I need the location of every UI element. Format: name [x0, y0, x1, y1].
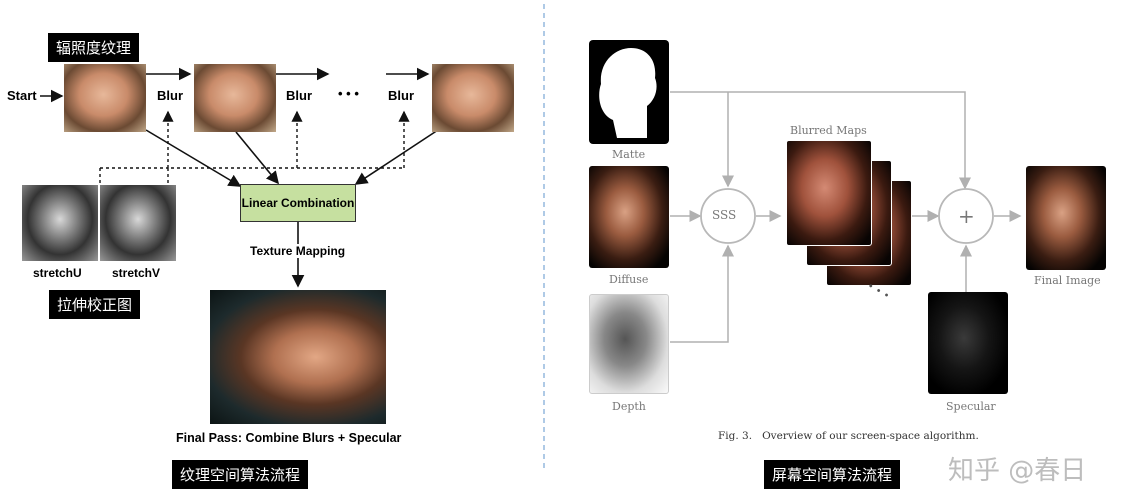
blur-label-3: Blur [388, 88, 414, 103]
irradiance-texture-image-1 [64, 64, 146, 132]
specular-image [928, 292, 1008, 394]
plus-label: + [958, 204, 975, 228]
depth-image [589, 294, 669, 394]
linear-combination-box: Linear Combination [240, 184, 356, 222]
matte-image [589, 40, 669, 144]
irradiance-texture-image-3 [432, 64, 514, 132]
screen-space-caption: 屏幕空间算法流程 [764, 460, 901, 489]
stretch-correction-label: 拉伸校正图 [49, 290, 141, 319]
diffuse-image [589, 166, 669, 268]
blur-label-1: Blur [157, 88, 183, 103]
stretchu-label: stretchU [33, 266, 82, 280]
blur-label-2: Blur [286, 88, 312, 103]
final-render-image [210, 290, 386, 424]
stretchu-image [22, 185, 98, 261]
irradiance-texture-image-2 [194, 64, 276, 132]
ellipsis: • • • [338, 86, 359, 101]
sss-node [700, 188, 756, 244]
figure-caption: Fig. 3. Overview of our screen-space alg… [718, 430, 979, 442]
final-image-label: Final Image [1034, 274, 1101, 287]
irradiance-texture-label: 辐照度纹理 [48, 33, 140, 62]
blurred-maps-label: Blurred Maps [790, 124, 867, 137]
start-label: Start [7, 88, 37, 103]
final-pass-label: Final Pass: Combine Blurs + Specular [176, 431, 402, 445]
depth-label: Depth [612, 400, 646, 413]
final-image [1026, 166, 1106, 270]
plus-node [938, 188, 994, 244]
blurred-map-1 [786, 140, 872, 246]
stretchv-image [100, 185, 176, 261]
sss-label: SSS [712, 208, 737, 222]
diffuse-label: Diffuse [609, 273, 649, 286]
matte-label: Matte [612, 148, 646, 161]
zhihu-watermark: 知乎 @春日 [948, 456, 1087, 486]
texture-space-caption: 纹理空间算法流程 [172, 460, 309, 489]
specular-label: Specular [946, 400, 996, 413]
stretchv-label: stretchV [112, 266, 161, 280]
texture-mapping-label: Texture Mapping [250, 244, 346, 258]
